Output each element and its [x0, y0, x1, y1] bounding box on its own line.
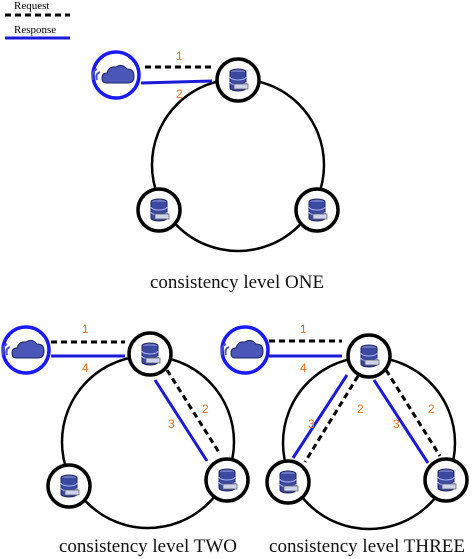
- database-icon: [150, 198, 170, 222]
- database-icon: [141, 342, 161, 366]
- step-number: 3: [168, 417, 175, 431]
- replica-request-line: [384, 369, 442, 457]
- database-node: [215, 57, 261, 103]
- database-node: [346, 333, 392, 379]
- step-number: 2: [202, 402, 209, 416]
- database-icon: [279, 470, 299, 494]
- caption-level-one: consistency level ONE: [150, 272, 324, 293]
- database-node: [136, 187, 182, 233]
- replica-request-line: [165, 369, 222, 455]
- legend: Request Response: [5, 0, 70, 40]
- client-node: [220, 325, 270, 375]
- response-line: [140, 79, 213, 85]
- client-node: [1, 325, 51, 375]
- ring-three: [281, 355, 457, 531]
- legend-request-label: Request: [14, 0, 49, 12]
- step-number: 2: [357, 402, 364, 416]
- legend-response-label: Response: [14, 24, 56, 36]
- caption-level-two: consistency level TWO: [59, 536, 237, 557]
- step-number: 1: [82, 322, 89, 336]
- database-node: [423, 457, 469, 503]
- diagram-level-two: 1 4 2 3 consistency level TWO: [1, 322, 250, 557]
- step-number: 4: [300, 361, 307, 375]
- diagram-level-one: 1 2 consistency level ONE: [91, 49, 340, 293]
- database-icon: [229, 68, 249, 92]
- step-number: 3: [393, 417, 400, 431]
- ring-two: [60, 354, 236, 530]
- database-icon: [218, 468, 238, 492]
- client-node: [91, 50, 141, 100]
- step-number: 3: [308, 417, 315, 431]
- step-number: 4: [82, 361, 89, 375]
- database-icon: [60, 474, 80, 498]
- database-icon: [360, 344, 380, 368]
- database-node: [204, 457, 250, 503]
- database-node: [127, 331, 173, 377]
- step-number: 2: [428, 402, 435, 416]
- caption-level-three: consistency level THREE: [269, 536, 465, 557]
- database-node: [265, 459, 311, 505]
- step-number: 1: [300, 322, 307, 336]
- database-icon: [437, 468, 457, 492]
- database-node: [46, 463, 92, 509]
- step-number: 1: [176, 49, 183, 63]
- ring-one: [150, 77, 326, 253]
- replica-response-line: [291, 374, 349, 459]
- database-node: [294, 187, 340, 233]
- step-number: 2: [176, 87, 183, 101]
- database-icon: [308, 198, 328, 222]
- replica-response-line: [153, 379, 209, 462]
- replica-response-line: [372, 379, 430, 464]
- diagram-level-three: 1 4 2 3 2 3 consistency level THREE: [220, 322, 469, 557]
- replica-request-line: [303, 375, 360, 463]
